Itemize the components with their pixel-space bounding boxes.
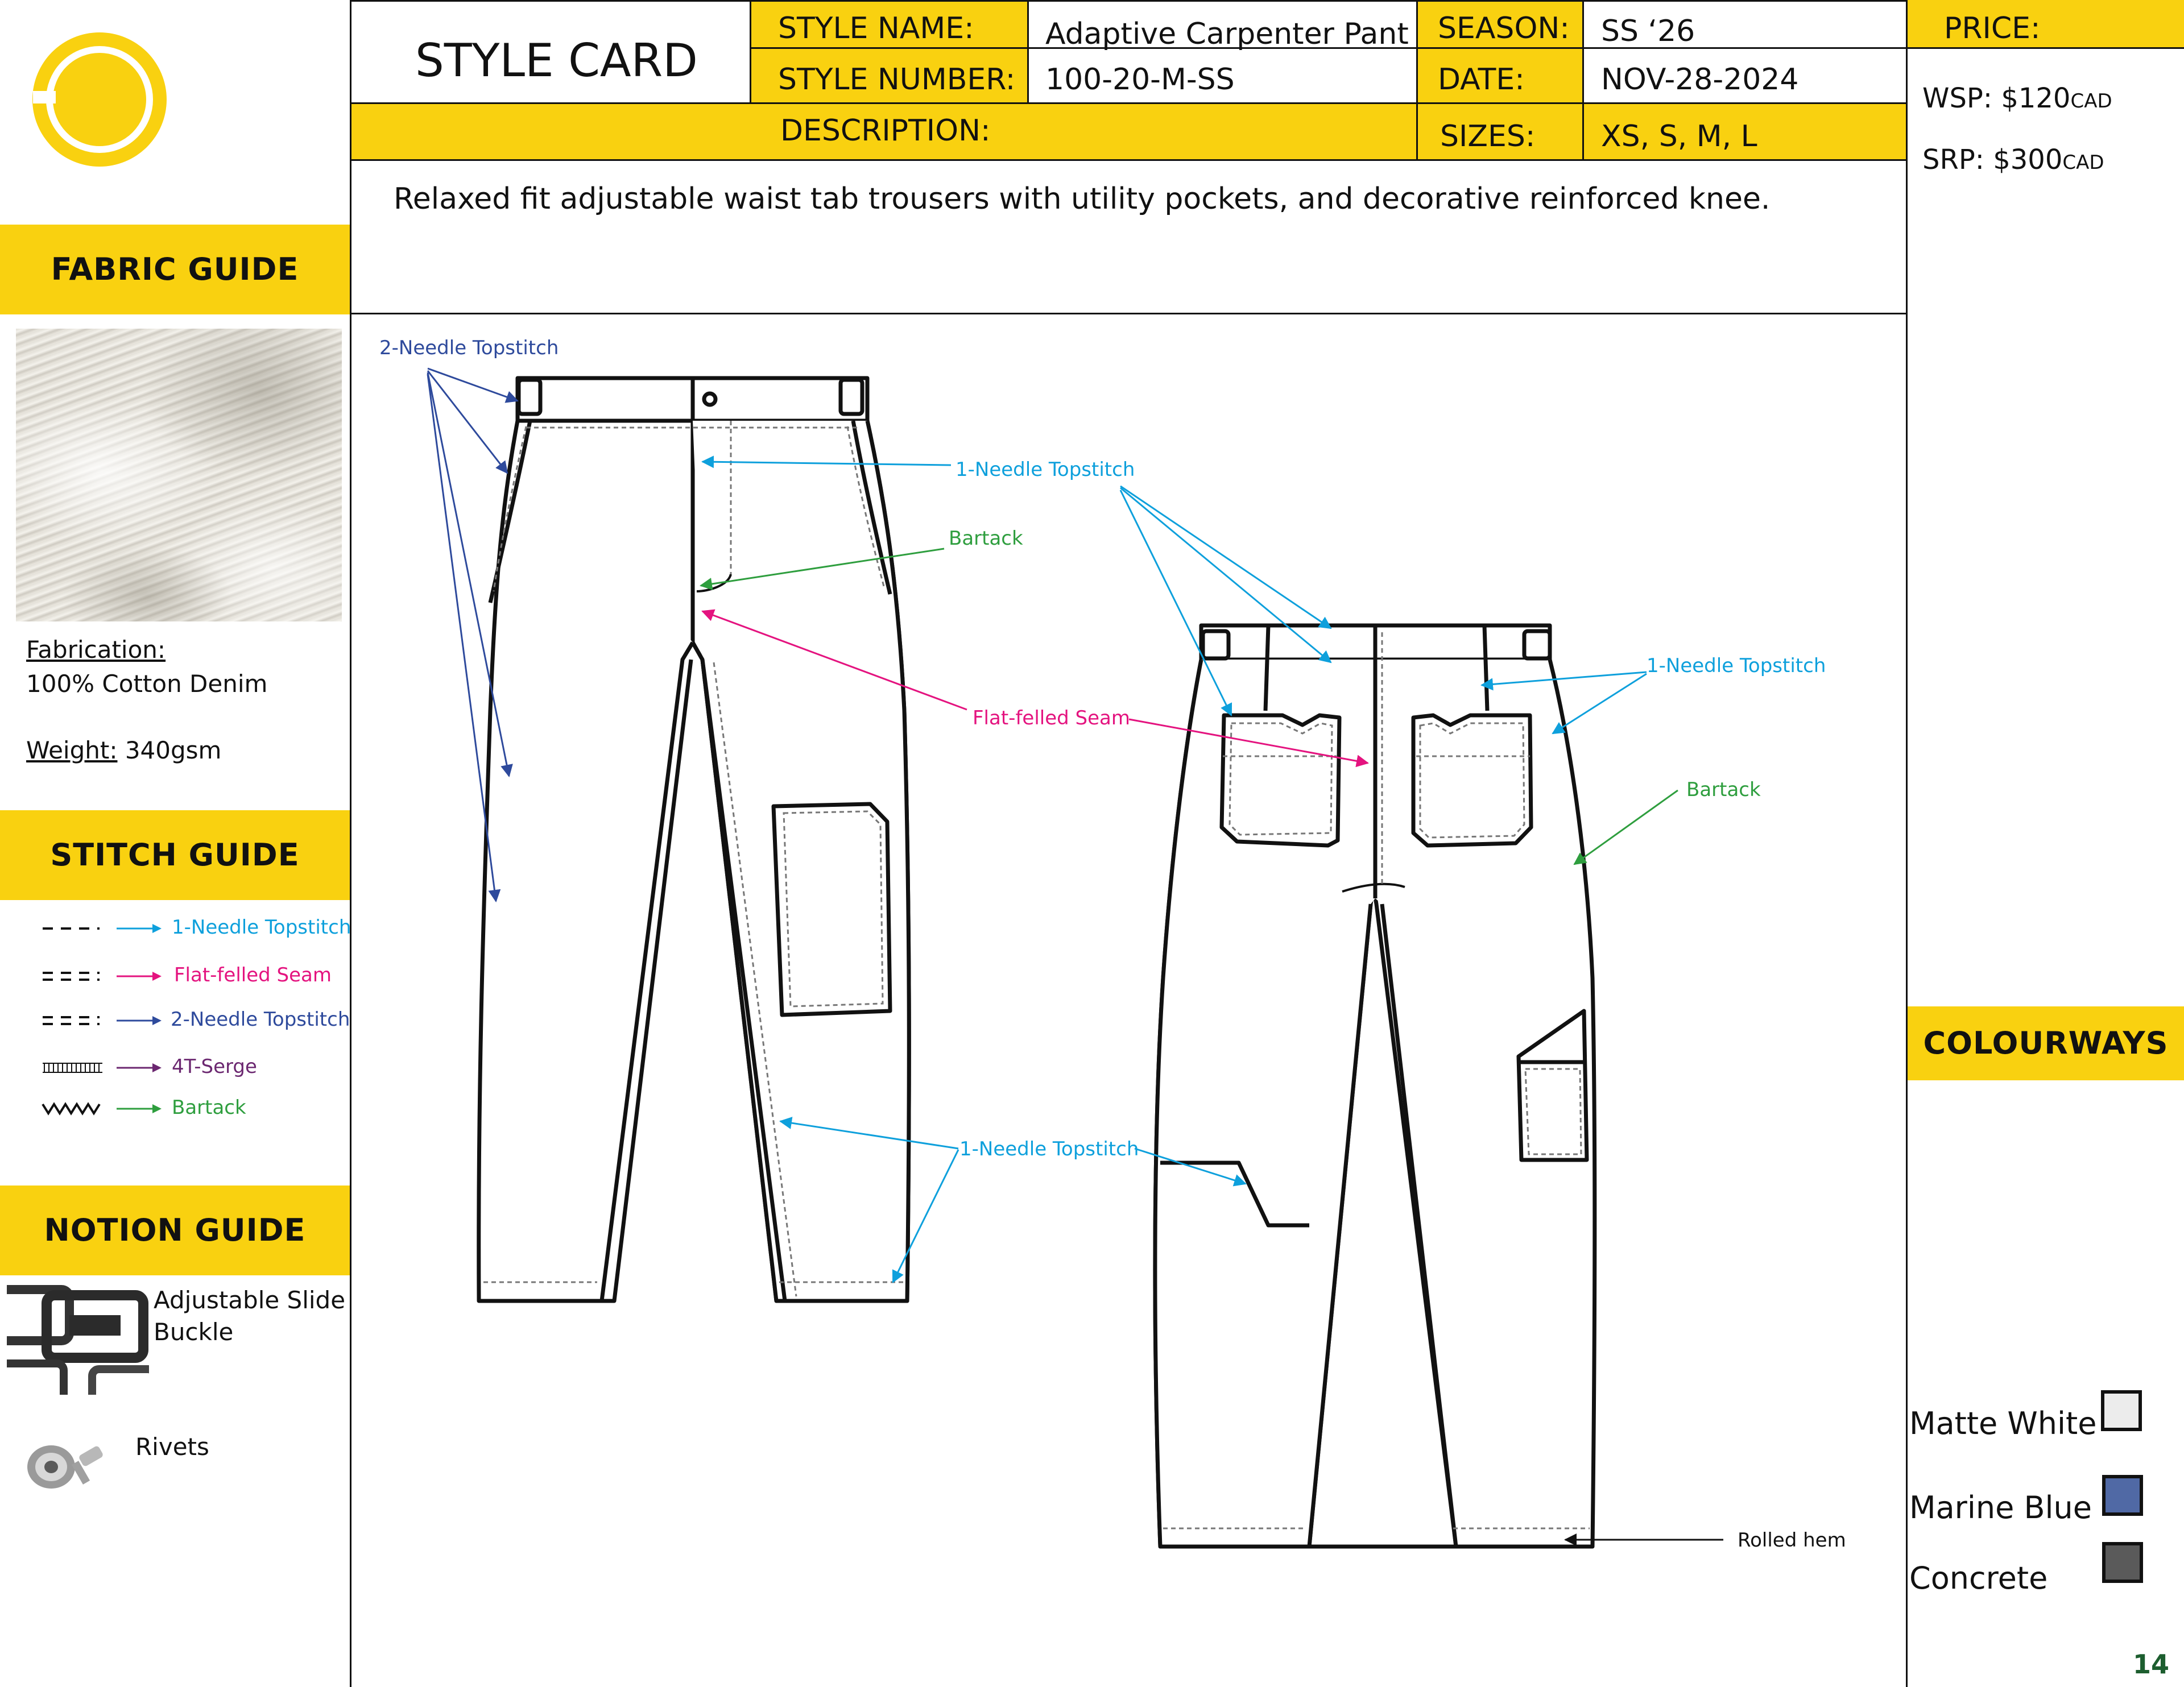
price-label-cell [1908,0,2184,48]
front-view-topstitch [483,421,904,1297]
double-dash-stitch-icon [43,1016,162,1025]
fabrication-value: 100% Cotton Denim [26,670,268,698]
back-view-topstitch [1163,632,1590,1530]
srp-label: SRP: [1922,144,1993,176]
colourway-name: Concrete [1909,1560,2048,1596]
header-col-3 [1416,0,1418,159]
price-label: PRICE: [1944,11,2041,45]
srp-unit: CAD [2062,151,2104,174]
callout-bartack-front: Bartack [949,527,1023,550]
weight-label: Weight: [26,736,118,764]
style-number-label: STYLE NUMBER: [778,63,1016,97]
style-name-value: Adaptive Carpenter Pant [1045,17,1409,51]
front-view-pant [477,376,911,1303]
style-label-cell [750,0,1028,102]
colourways-title: COLOURWAYS [1908,1006,2184,1080]
callout-flat-felled: Flat-felled Seam [973,707,1130,729]
buckle-label-line1: Adjustable Slide [154,1286,346,1314]
style-card-title: STYLE CARD [415,34,698,87]
buckle-label-line2: Buckle [154,1318,234,1346]
description-label: DESCRIPTION: [780,114,991,148]
style-name-label: STYLE NAME: [778,11,974,45]
wsp-value: $120 [2001,82,2071,114]
srp-value: $300 [1993,144,2063,176]
brand-logo [28,28,171,171]
description-bottom-border [351,159,1906,161]
stitch-guide-title: STITCH GUIDE [0,810,350,900]
weight-row: Weight: 340gsm [26,736,221,764]
date-label: DATE: [1438,63,1525,97]
callout-rolled-hem: Rolled hem [1738,1529,1846,1552]
stitch-legend-label: 4T-Serge [172,1055,257,1078]
header-col-4 [1582,0,1584,159]
colourway-swatch [2102,1475,2143,1516]
wsp-price: WSP: $120CAD [1922,82,2112,114]
sizes-label: SIZES: [1440,119,1536,154]
sizes-value: XS, S, M, L [1601,119,1757,154]
serge-stitch-icon [43,1063,162,1073]
header-col-1 [750,0,751,102]
season-value: SS ‘26 [1601,14,1695,48]
page-number: 14 [2133,1649,2170,1680]
description-bar [351,104,1906,159]
srp-price: SRP: $300CAD [1922,144,2104,176]
stitch-legend-label: 1-Needle Topstitch [172,916,351,939]
season-label: SEASON: [1438,11,1570,45]
right-divider [1906,0,1908,1687]
fabric-swatch-image [16,329,342,621]
rivets-label: Rivets [135,1433,209,1461]
description-area-border [351,313,1906,314]
stitch-legend-label: 2-Needle Topstitch [171,1008,350,1031]
header-col-2 [1027,0,1029,102]
colourway-swatch [2102,1542,2143,1583]
wsp-unit: CAD [2070,90,2112,113]
stitch-legend-label: Bartack [172,1096,246,1119]
header-top-border [351,0,1906,2]
callout-two-needle: 2-Needle Topstitch [379,337,559,359]
notion-guide-title: NOTION GUIDE [0,1186,350,1275]
date-value: NOV-28-2024 [1601,63,1799,97]
double-dash-stitch-icon [43,972,162,981]
callout-one-needle-front-top: 1-Needle Topstitch [956,458,1135,481]
fabric-guide-title: FABRIC GUIDE [0,225,350,314]
weight-value: 340gsm [117,736,222,764]
rivets-image [23,1436,119,1493]
header-bottom-border [351,102,1906,104]
fabrication-label: Fabrication: [26,636,166,664]
colourway-swatch [2101,1390,2142,1431]
season-label-cell [1417,0,1582,102]
callout-bartack-back: Bartack [1686,778,1761,801]
callout-one-needle-back: 1-Needle Topstitch [1647,654,1826,677]
callout-arrows [427,367,1723,1546]
single-dash-stitch-icon [43,924,162,933]
style-number-value: 100-20-M-SS [1045,63,1235,97]
colourway-name: Marine Blue [1909,1490,2092,1526]
stitch-legend-label: Flat-felled Seam [174,964,332,986]
wsp-label: WSP: [1922,82,2001,114]
buckle-image [0,1284,159,1407]
header-row-divider [750,47,2184,49]
description-text: Relaxed fit adjustable waist tab trouser… [394,182,1771,216]
left-divider [350,0,351,1687]
back-view-pant [1153,623,1597,1549]
zigzag-stitch-icon [42,1102,162,1116]
colourway-name: Matte White [1909,1406,2097,1441]
callout-one-needle-front-bottom: 1-Needle Topstitch [959,1138,1139,1160]
